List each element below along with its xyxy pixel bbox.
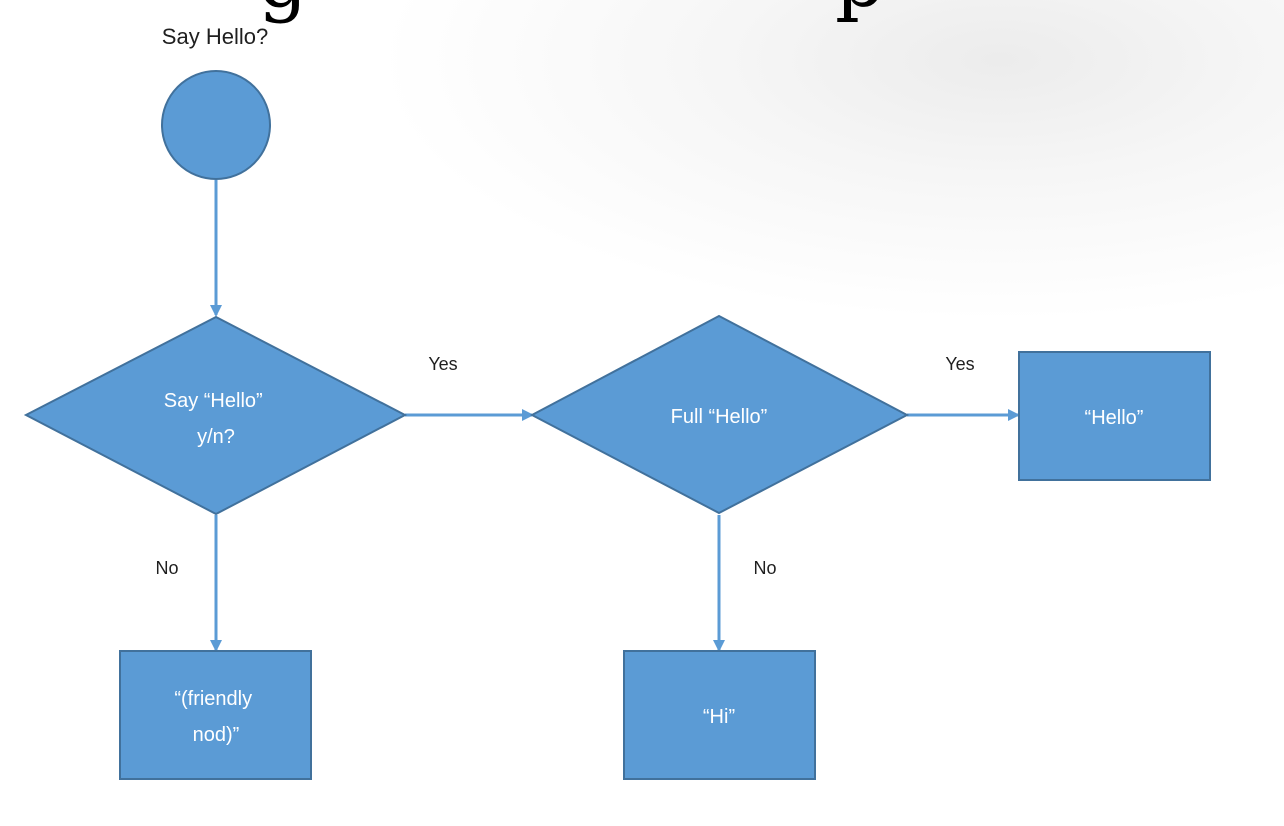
result-hi-line-1: “Hi” — [703, 706, 735, 728]
decision-full-hello: Full “Hello” — [529, 314, 910, 515]
edge-label-full-hello-yes: Yes — [945, 354, 974, 374]
edge-label-full-hello-no: No — [753, 558, 776, 578]
result-friendly-nod: “(friendly nod)” — [119, 650, 312, 780]
decision-say-hello-line-2: y/n? — [197, 426, 235, 448]
result-hello-box — [1018, 351, 1211, 481]
decision-full-hello-line-1: Full “Hello” — [671, 406, 768, 428]
decision-say-hello-label: Say “Hello” y/n? — [164, 390, 268, 448]
result-hi-box — [623, 650, 816, 780]
decision-say-hello-shape — [23, 315, 408, 516]
start-node — [161, 70, 271, 180]
result-friendly-nod-line-1: “(friendly — [174, 688, 252, 710]
title-fragment-g: g — [258, 0, 308, 25]
edge-label-say-hello-no: No — [155, 558, 178, 578]
decision-full-hello-label: Full “Hello” — [671, 406, 768, 428]
decision-say-hello: Say “Hello” y/n? — [23, 315, 408, 516]
result-hi: “Hi” — [623, 650, 816, 780]
edges — [210, 180, 1020, 652]
edge-label-say-hello-yes: Yes — [428, 354, 457, 374]
cropped-title-fragment: g p — [258, 0, 885, 25]
result-friendly-nod-label: “(friendly nod)” — [174, 688, 257, 746]
result-hello-line-1: “Hello” — [1085, 407, 1144, 429]
result-friendly-nod-box — [119, 650, 312, 780]
decision-say-hello-line-1: Say “Hello” — [164, 390, 263, 412]
title-fragment-p: p — [835, 0, 885, 25]
result-hi-label: “Hi” — [703, 706, 735, 728]
result-friendly-nod-line-2: nod)” — [193, 724, 240, 746]
start-label: Say Hello? — [162, 24, 268, 49]
decision-full-hello-shape — [529, 314, 910, 515]
result-hello-label: “Hello” — [1085, 407, 1144, 429]
result-hello: “Hello” — [1018, 351, 1211, 481]
